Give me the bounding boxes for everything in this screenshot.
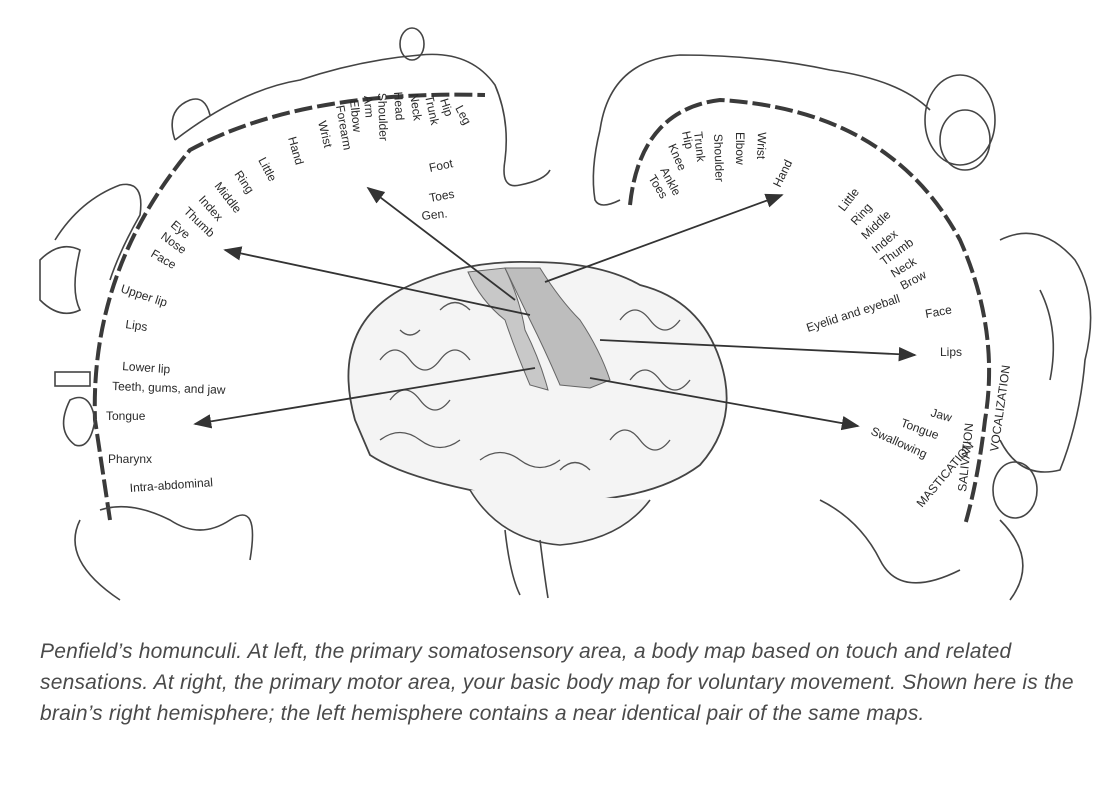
figure-caption: Penfield’s homunculi. At left, the prima… [40, 636, 1090, 729]
sensory-label: Foot [428, 156, 455, 175]
brain-illustration [348, 262, 726, 598]
motor-label: Shoulder [711, 134, 727, 183]
motor-label: Hand [770, 157, 795, 189]
sensory-label: Neck [407, 92, 425, 122]
sensory-label: Little [255, 155, 279, 184]
caption-text: Penfield’s homunculi. At left, the prima… [40, 636, 1090, 729]
sensory-label: Gen. [421, 206, 448, 223]
motor-label: Face [924, 302, 953, 320]
motor-label: Wrist [754, 132, 769, 160]
motor-label: Trunk [691, 131, 708, 164]
motor-label: Lips [940, 345, 962, 359]
sensory-label: Tongue [106, 409, 146, 423]
sensory-label: Intra-abdominal [129, 475, 213, 495]
homunculus-diagram: LegHipTrunkNeckHeadShoulderArmElbowForea… [0, 0, 1118, 610]
sensory-label: Trunk [422, 94, 442, 127]
sensory-label: Leg [452, 103, 474, 127]
sensory-label: Lips [125, 317, 149, 334]
motor-label: Jaw [929, 405, 954, 424]
sensory-label: Lower lip [122, 359, 171, 376]
motor-label: Eyelid and eyeball [805, 291, 902, 334]
sensory-label: Hand [285, 135, 306, 166]
motor-label: Elbow [733, 132, 747, 165]
sensory-label: Head [391, 91, 407, 121]
sensory-label: Toes [428, 187, 455, 205]
sensory-label: Teeth, gums, and jaw [112, 379, 226, 397]
sensory-label: Ring [232, 168, 257, 196]
sensory-label: Upper lip [119, 282, 169, 310]
sensory-label: Pharynx [108, 452, 152, 466]
sensory-label: Wrist [315, 119, 335, 149]
